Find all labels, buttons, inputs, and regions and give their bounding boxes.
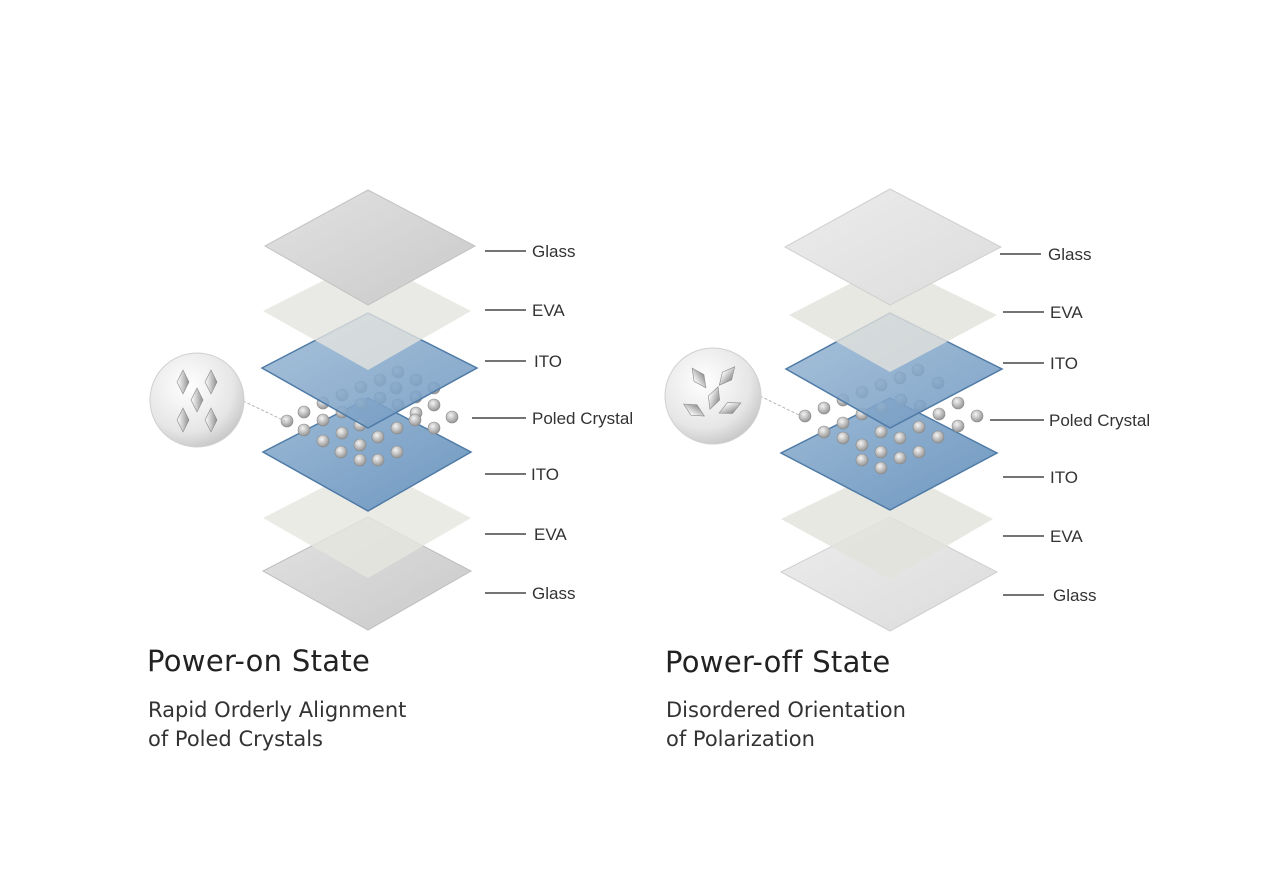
layer-label-eva-top: EVA — [532, 301, 565, 320]
aligned-crystals-icon — [176, 369, 218, 433]
description-line: of Polarization — [666, 727, 815, 751]
layer-labels: Glass EVA ITO Poled Crystal ITO EVA Glas… — [990, 245, 1150, 605]
layer-label-eva-bottom: EVA — [1050, 527, 1083, 546]
ito-layer-bottom — [261, 397, 473, 512]
layer-label-ito-bottom: ITO — [1050, 468, 1078, 487]
crystal-particle — [427, 398, 441, 412]
crystal-particle — [836, 416, 850, 430]
crystal-particle — [855, 453, 869, 467]
crystal-particle — [297, 405, 311, 419]
description-line: of Poled Crystals — [148, 727, 323, 751]
layer-label-glass-top: Glass — [532, 242, 575, 261]
crystal-particle — [280, 414, 294, 428]
crystal-particle — [390, 421, 404, 435]
crystal-particle — [931, 430, 945, 444]
layer-label-poled-crystal: Poled Crystal — [1049, 411, 1150, 430]
layer-label-eva-top: EVA — [1050, 303, 1083, 322]
crystal-particle — [297, 423, 311, 437]
crystal-particle — [874, 445, 888, 459]
crystal-particle — [427, 421, 441, 435]
layer-label-eva-bottom: EVA — [534, 525, 567, 544]
state-title-power-off: Power-off State — [665, 645, 891, 679]
crystal-particle — [855, 438, 869, 452]
crystal-particle — [445, 410, 459, 424]
layer-label-ito-top: ITO — [1050, 354, 1078, 373]
crystal-particle — [912, 445, 926, 459]
crystal-particle — [798, 409, 812, 423]
crystal-particle — [893, 431, 907, 445]
description-line: Rapid Orderly Alignment — [148, 698, 407, 722]
layer-label-glass-bottom: Glass — [532, 584, 575, 603]
crystal-particle — [817, 401, 831, 415]
magnifier-connector — [759, 395, 802, 417]
crystal-particle — [335, 426, 349, 440]
crystal-particle — [408, 413, 422, 427]
ito-layer-top — [260, 312, 479, 429]
description-line: Disordered Orientation — [666, 698, 906, 722]
crystal-particle — [353, 453, 367, 467]
crystal-particle — [893, 451, 907, 465]
state-title-power-on: Power-on State — [147, 644, 371, 678]
eva-layer-top — [789, 263, 997, 372]
eva-layer-bottom — [781, 466, 993, 579]
disordered-crystals-icon — [683, 366, 742, 417]
crystal-particle — [817, 425, 831, 439]
layer-label-ito-top: ITO — [534, 352, 562, 371]
crystal-particle — [353, 438, 367, 452]
panel-power-on: Glass EVA ITO Poled Crystal ITO EVA Glas… — [149, 189, 633, 631]
layer-labels: Glass EVA ITO Poled Crystal ITO EVA Glas… — [472, 242, 633, 603]
crystal-particle — [316, 413, 330, 427]
eva-layer-bottom — [263, 464, 471, 578]
crystal-particle — [334, 445, 348, 459]
glass-layer-top — [263, 189, 477, 306]
layer-label-glass-top: Glass — [1048, 245, 1091, 264]
crystal-particle — [874, 461, 888, 475]
crystal-particle — [390, 445, 404, 459]
crystal-particle — [371, 430, 385, 444]
crystal-particle — [951, 419, 965, 433]
crystal-particle — [951, 396, 965, 410]
crystal-particle — [970, 409, 984, 423]
panel-power-off: Glass EVA ITO Poled Crystal ITO EVA Glas… — [664, 188, 1150, 632]
magnifier-connector — [242, 400, 286, 422]
layer-label-ito-bottom: ITO — [531, 465, 559, 484]
layer-label-glass-bottom: Glass — [1053, 586, 1096, 605]
state-description-power-off: Disordered Orientation of Polarization — [666, 696, 906, 754]
layer-stack — [779, 188, 1004, 632]
crystal-particle — [912, 420, 926, 434]
ito-layer-bottom — [779, 397, 999, 511]
crystal-particle — [371, 453, 385, 467]
layer-stack — [260, 189, 479, 631]
state-description-power-on: Rapid Orderly Alignment of Poled Crystal… — [148, 696, 406, 754]
glass-layer-top — [783, 188, 1003, 306]
crystal-particle — [836, 431, 850, 445]
eva-layer-top — [263, 258, 471, 370]
crystal-particle — [932, 407, 946, 421]
crystal-particle — [316, 434, 330, 448]
crystal-particle — [874, 425, 888, 439]
layer-label-poled-crystal: Poled Crystal — [532, 409, 633, 428]
